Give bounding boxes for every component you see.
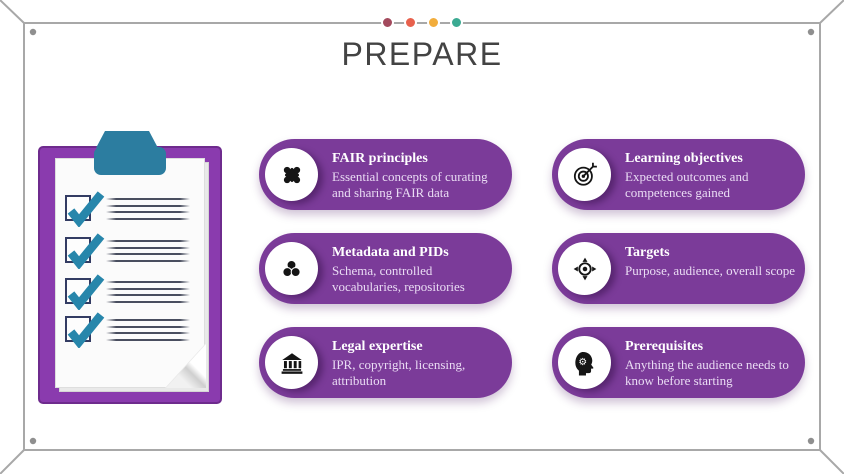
- card-title: Targets: [625, 245, 670, 260]
- card-title: FAIR principles: [332, 151, 428, 166]
- corner-pin: [29, 437, 37, 445]
- corner-string: [0, 0, 25, 24]
- frame-border: [23, 22, 821, 451]
- checklist-item: [65, 191, 223, 227]
- card-description: Anything the audience needs to know befo…: [625, 357, 789, 388]
- card-description: Schema, controlled vocabularies, reposit…: [332, 263, 465, 294]
- clipboard-illustration: [38, 129, 224, 407]
- crosshair-target-icon: [573, 257, 596, 280]
- checklist-item: [65, 233, 223, 269]
- text-lines: [106, 319, 190, 345]
- icon-circle: [558, 148, 611, 201]
- icon-circle: [265, 148, 318, 201]
- card-fair-principles: FAIR principles Essential concepts of cu…: [259, 139, 512, 210]
- corner-pin: [29, 28, 37, 36]
- card-prerequisites: ⚙ Prerequisites Anything the audience ne…: [552, 327, 805, 398]
- dot-teal-icon: [450, 16, 463, 29]
- icon-circle: [265, 242, 318, 295]
- corner-string: [0, 449, 25, 474]
- text-lines: [106, 281, 190, 307]
- corner-pin: [807, 28, 815, 36]
- card-metadata-and-pids: Metadata and PIDs Schema, controlled voc…: [259, 233, 512, 304]
- decor-dots: [0, 16, 844, 29]
- cluster-icon: [282, 259, 301, 278]
- corner-string: [819, 449, 844, 474]
- card-title: Learning objectives: [625, 151, 743, 166]
- card-description: Expected outcomes and competences gained: [625, 169, 749, 200]
- card-learning-objectives: Learning objectives Expected outcomes an…: [552, 139, 805, 210]
- corner-string: [819, 0, 844, 24]
- checklist-item: [65, 312, 223, 348]
- checklist-item: [65, 274, 223, 310]
- checkmark-icon: [67, 191, 105, 227]
- head-gear-icon: ⚙: [574, 351, 593, 375]
- card-description: Essential concepts of curating and shari…: [332, 169, 488, 200]
- card-legal-expertise: Legal expertise IPR, copyright, licensin…: [259, 327, 512, 398]
- icon-circle: [265, 336, 318, 389]
- checkmark-icon: [67, 233, 105, 269]
- text-lines: [106, 240, 190, 266]
- card-title: Legal expertise: [332, 339, 423, 354]
- checkmark-icon: [67, 274, 105, 310]
- dot-amber-icon: [427, 16, 440, 29]
- page-title: PREPARE: [341, 36, 503, 72]
- card-description: IPR, copyright, licensing, attribution: [332, 357, 466, 388]
- svg-text:⚙: ⚙: [578, 356, 587, 367]
- dot-coral-icon: [404, 16, 417, 29]
- card-targets: Targets Purpose, audience, overall scope: [552, 233, 805, 304]
- icon-circle: ⚙: [558, 336, 611, 389]
- card-description: Purpose, audience, overall scope: [625, 263, 796, 278]
- corner-pin: [807, 437, 815, 445]
- target-arrow-icon: [573, 162, 597, 186]
- icon-circle: [558, 242, 611, 295]
- clipboard-clip-body: [94, 147, 166, 175]
- dot-maroon-icon: [381, 16, 394, 29]
- card-title: Prerequisites: [625, 339, 704, 354]
- text-lines: [106, 198, 190, 224]
- checkmark-icon: [67, 312, 105, 348]
- card-title: Metadata and PIDs: [332, 245, 449, 260]
- puzzle-icon: [283, 166, 300, 183]
- bank-icon: [281, 352, 302, 374]
- clipboard-clip: [96, 131, 158, 148]
